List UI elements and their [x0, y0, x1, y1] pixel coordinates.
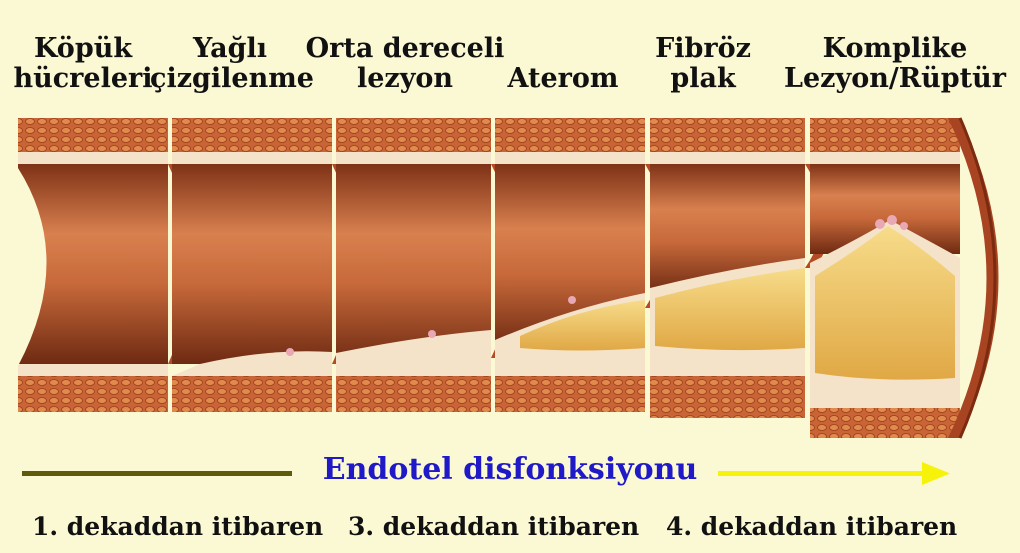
stage-label-line2: plak: [648, 64, 758, 94]
stage-label-complicated-lesion: Komplike Lezyon/Rüptür: [770, 34, 1020, 94]
stage-label-intermediate-lesion: Orta dereceli lezyon: [305, 34, 505, 94]
stage-label-line2: çizgilenme: [150, 64, 310, 94]
stage-label-fibrous-plaque: Fibröz plak: [648, 34, 758, 94]
artery-segment-5: [650, 118, 833, 418]
stage-label-line2: hücreleri: [8, 64, 158, 94]
stage-label-line1: Fibröz: [648, 34, 758, 64]
stage-label-atheroma: Aterom: [498, 64, 628, 94]
decade-label-3: 3. dekaddan itibaren: [348, 512, 639, 541]
stage-label-line2: lezyon: [305, 64, 505, 94]
artery-progression-illustration: [0, 108, 1020, 448]
stage-label-line1: Yağlı: [150, 34, 310, 64]
decade-label-1: 1. dekaddan itibaren: [32, 512, 323, 541]
stage-label-line1: Köpük: [8, 34, 158, 64]
artery-segment-6: [810, 118, 999, 438]
stage-label-line1: Orta dereceli: [305, 34, 505, 64]
stage-label-foam-cells: Köpük hücreleri: [8, 34, 158, 94]
stage-label-line1: Aterom: [498, 64, 628, 94]
stage-label-line1: Komplike: [770, 34, 1020, 64]
stage-label-line2: Lezyon/Rüptür: [770, 64, 1020, 94]
endothelial-dysfunction-label: Endotel disfonksiyonu: [300, 452, 720, 487]
decade-label-4: 4. dekaddan itibaren: [666, 512, 957, 541]
stage-label-fatty-streak: Yağlı çizgilenme: [150, 34, 310, 94]
